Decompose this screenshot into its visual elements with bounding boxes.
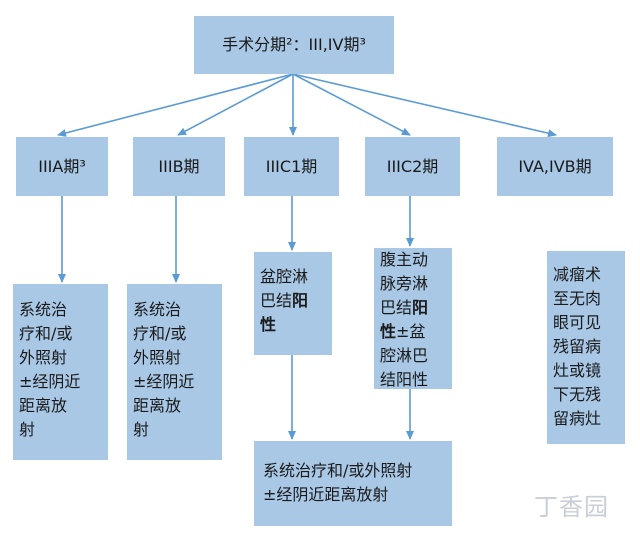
iv-detail-box: 减瘤术 至无肉 眼可见 残留病 灶或镜 下无残 留病灶	[547, 251, 625, 444]
iiic1-detail-line: 巴结阳	[260, 289, 326, 313]
surgical-staging-box: 手术分期²：III,IV期³	[194, 16, 394, 74]
treatment-iiia-line: 射	[19, 420, 36, 439]
iv-detail-line: 减瘤术	[553, 265, 602, 284]
arrow-top-to-iiic2	[292, 73, 411, 136]
iiic1-detail-line: 性	[260, 315, 277, 334]
iiic1-detail-box: 盆腔淋 巴结阳 性	[254, 252, 332, 355]
arrow-top-to-iv	[292, 73, 557, 138]
stage-iiic1-box: IIIC1期	[244, 137, 339, 196]
iv-detail-line: 至无肉	[553, 289, 602, 308]
watermark-logo: 丁香园	[534, 493, 609, 521]
treatment-iiib-box: 系统治 疗和/或 外照射 ±经阴近 距离放 射	[127, 284, 222, 460]
treatment-iiia-line: 疗和/或	[19, 324, 73, 343]
treatment-iiia-line: 系统治	[19, 300, 68, 319]
stage-iv-label: IVA,IVB期	[518, 156, 592, 176]
treatment-iiia-line: ±经阴近	[19, 372, 81, 391]
treatment-iiia-line: 距离放	[19, 396, 68, 415]
stage-iiia-box: IIIA期³	[16, 137, 108, 196]
treatment-iiia-line: 外照射	[19, 348, 68, 367]
iiic2-detail-line: 性±盆	[380, 320, 446, 344]
treatment-iiib-line: 系统治	[133, 300, 182, 319]
stage-iiic1-label: IIIC1期	[265, 156, 318, 176]
iiic1-detail-text: 巴结	[260, 291, 293, 310]
arrow-top-to-iiia	[57, 73, 294, 137]
iiic2-detail-line: 巴结阳	[380, 296, 446, 320]
stage-iv-box: IVA,IVB期	[497, 137, 613, 196]
stage-iiic2-label: IIIC2期	[386, 156, 439, 176]
surgical-staging-label: 手术分期²：III,IV期³	[222, 35, 366, 54]
iv-detail-line: 眼可见	[553, 313, 602, 332]
iiic2-detail-line: 脉旁淋	[380, 274, 429, 293]
combined-treatment-line: 系统治疗和/或外照射	[263, 461, 413, 480]
iiic1-detail-line: 盆腔淋	[260, 267, 309, 286]
iiic2-detail-text: ±盆	[396, 322, 426, 341]
stage-iiic2-box: IIIC2期	[365, 137, 460, 196]
treatment-iiib-line: 外照射	[133, 348, 182, 367]
positive-emphasis: 性	[380, 322, 397, 341]
iiic2-detail-line: 腹主动	[380, 250, 429, 269]
stage-iiib-box: IIIB期	[133, 137, 225, 196]
stage-iiia-label: IIIA期³	[38, 156, 86, 176]
treatment-iiib-line: 疗和/或	[133, 324, 187, 343]
iiic2-detail-line: 腔淋巴	[380, 346, 429, 365]
iiic2-detail-box: 腹主动 脉旁淋 巴结阳 性±盆 腔淋巴 结阳性	[374, 248, 452, 389]
treatment-iiib-line: ±经阴近	[133, 372, 195, 391]
positive-emphasis: 阳	[292, 291, 309, 310]
iv-detail-line: 留病灶	[553, 409, 602, 428]
iv-detail-line: 灶或镜	[553, 361, 602, 380]
treatment-iiia-box: 系统治 疗和/或 外照射 ±经阴近 距离放 射	[13, 284, 108, 460]
stage-iiib-label: IIIB期	[158, 156, 200, 176]
iiic2-detail-line: 结阳性	[380, 370, 429, 389]
arrow-top-to-iiib	[177, 73, 294, 136]
treatment-iiib-line: 射	[133, 420, 150, 439]
iiic2-detail-text: 巴结	[380, 298, 413, 317]
combined-treatment-box: 系统治疗和/或外照射 ±经阴近距离放射	[254, 441, 452, 526]
positive-emphasis: 阳	[412, 298, 429, 317]
iv-detail-line: 下无残	[553, 385, 602, 404]
combined-treatment-line: ±经阴近距离放射	[263, 485, 389, 504]
treatment-iiib-line: 距离放	[133, 396, 182, 415]
iv-detail-line: 残留病	[553, 337, 602, 356]
